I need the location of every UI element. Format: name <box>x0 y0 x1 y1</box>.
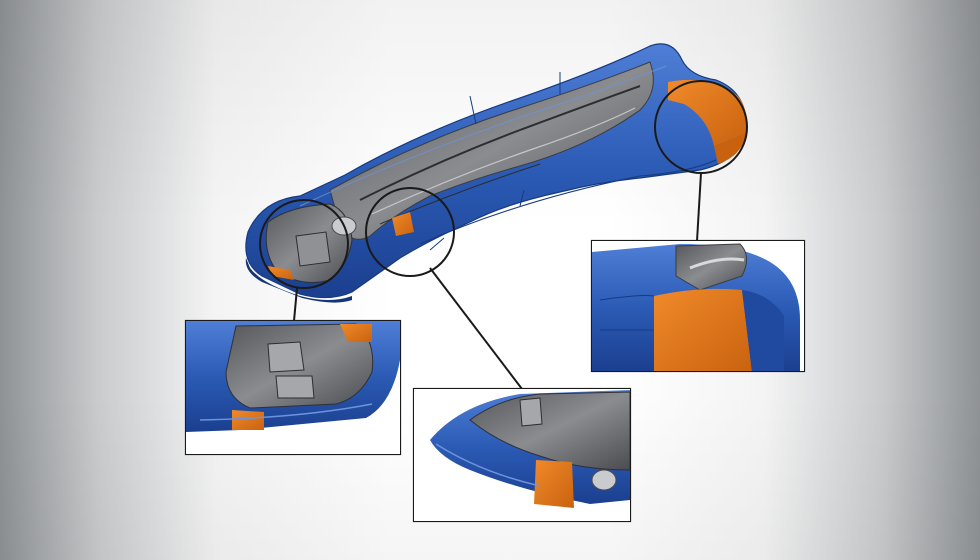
leader-line-middle <box>429 267 523 390</box>
leader-line-right <box>696 172 702 242</box>
callout-circle-left <box>259 199 349 289</box>
right-detail <box>590 239 806 373</box>
callout-circle-middle <box>365 187 455 277</box>
leader-line-left <box>293 287 298 322</box>
bottom-center-detail <box>412 387 632 523</box>
bottom-left-detail <box>184 319 402 456</box>
part-body <box>245 43 747 303</box>
